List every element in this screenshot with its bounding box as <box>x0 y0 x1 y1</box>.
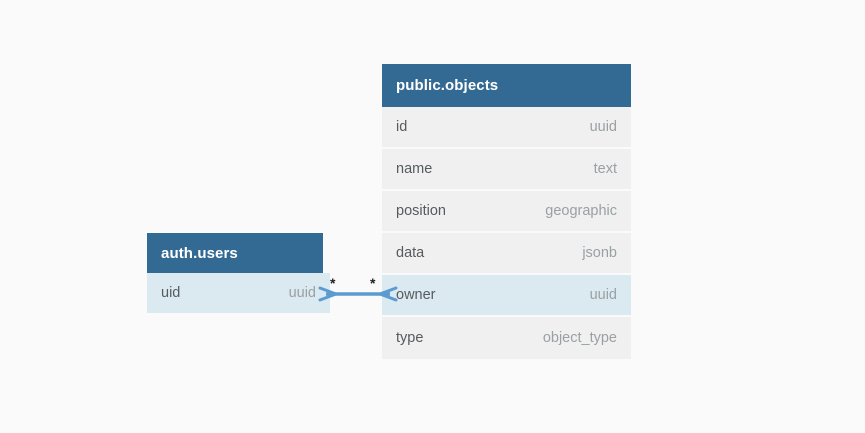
crows-foot-right-icon <box>378 286 398 302</box>
field-type: geographic <box>545 203 617 219</box>
field-row-position[interactable]: position geographic <box>382 191 631 233</box>
field-row-id[interactable]: id uuid <box>382 107 631 149</box>
entity-header-public-objects[interactable]: public.objects <box>382 64 631 107</box>
crows-foot-left-icon <box>318 286 338 302</box>
field-row-type[interactable]: type object_type <box>382 317 631 359</box>
field-type: uuid <box>589 287 617 303</box>
field-type: object_type <box>542 330 617 346</box>
entity-header-auth-users[interactable]: auth.users <box>147 233 323 273</box>
field-row-name[interactable]: name text <box>382 149 631 191</box>
field-name: data <box>396 245 425 261</box>
entity-public-objects[interactable]: public.objects id uuid name text positio… <box>382 64 631 359</box>
field-row-owner[interactable]: owner uuid <box>382 275 631 317</box>
relationship-users-objects[interactable]: * * <box>318 268 398 310</box>
field-type: jsonb <box>582 245 617 261</box>
entity-title: auth.users <box>161 244 238 262</box>
entity-body-auth-users: uid uuid <box>147 273 330 313</box>
field-type: uuid <box>288 285 316 301</box>
entity-body-public-objects: id uuid name text position geographic da… <box>382 107 631 359</box>
field-row-uid[interactable]: uid uuid <box>147 273 330 313</box>
entity-auth-users[interactable]: auth.users uid uuid <box>147 233 330 313</box>
entity-title: public.objects <box>396 77 499 94</box>
relationship-line <box>318 286 398 302</box>
field-name: name <box>396 161 433 177</box>
field-type: text <box>593 161 617 177</box>
field-name: id <box>396 119 408 135</box>
field-name: type <box>396 330 424 346</box>
field-name: position <box>396 203 446 219</box>
field-name: uid <box>161 285 181 301</box>
field-type: uuid <box>589 119 617 135</box>
field-row-data[interactable]: data jsonb <box>382 233 631 275</box>
field-name: owner <box>396 287 436 303</box>
cardinality-label-source: * <box>330 275 336 291</box>
cardinality-label-target: * <box>370 275 376 291</box>
